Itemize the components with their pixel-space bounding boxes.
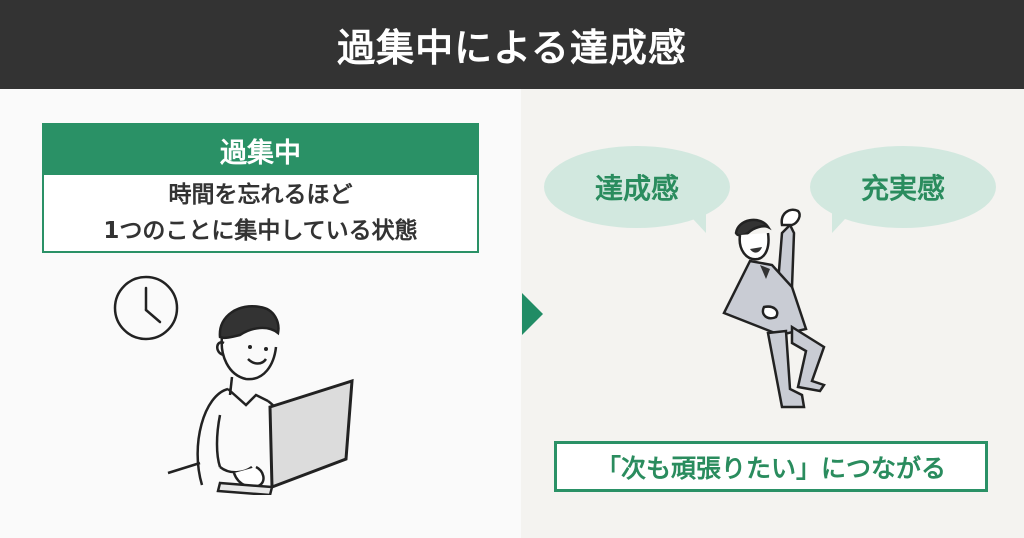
speech-bubble-fulfillment: 充実感 — [810, 146, 996, 228]
header-bar: 過集中による達成感 — [0, 0, 1024, 89]
conclusion-text: 「次も頑張りたい」につながる — [595, 453, 946, 483]
triangle-right-icon — [522, 293, 543, 335]
person-at-laptop-illustration — [167, 305, 354, 495]
page-title: 過集中による達成感 — [337, 26, 687, 70]
bubble-tail-icon — [832, 205, 858, 233]
clock-icon — [113, 275, 179, 341]
definition-box: 過集中 時間を忘れるほど 1つのことに集中している状態 — [42, 123, 479, 253]
definition-body: 時間を忘れるほど 1つのことに集中している状態 — [44, 175, 477, 251]
bubble-label: 達成感 — [594, 172, 679, 205]
definition-line-2: 1つのことに集中している状態 — [103, 218, 418, 244]
jumping-businessman-illustration — [722, 208, 826, 409]
bubble-label: 充実感 — [860, 172, 945, 205]
definition-heading: 過集中 — [44, 125, 477, 175]
definition-line-1: 時間を忘れるほど — [168, 182, 353, 208]
conclusion-box: 「次も頑張りたい」につながる — [554, 441, 988, 492]
bubble-tail-icon — [680, 205, 706, 233]
